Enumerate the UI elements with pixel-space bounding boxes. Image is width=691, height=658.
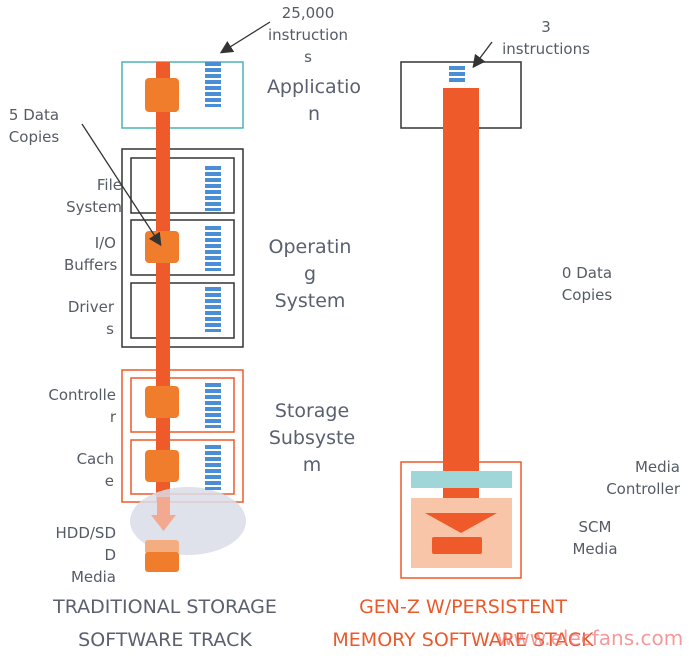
gen-z-instruction-3: [449, 78, 465, 82]
media-controller-label: Media Controller: [606, 458, 680, 498]
media-controller-bar: [411, 471, 512, 488]
driver-instruction-stack: [205, 287, 221, 332]
storage-subsystem-layer-label: Storage Subsyste m: [268, 400, 356, 476]
storage-subsystem-box: [121, 369, 244, 503]
left-data-copies-label: 5 Data Copies: [8, 106, 60, 146]
watermark: www.elecfans.com: [497, 626, 684, 650]
application-layer-label: Applicatio n: [266, 76, 362, 125]
traditional-caption-line1: TRADITIONAL STORAGE: [53, 596, 277, 618]
scm-data-block: [432, 537, 482, 554]
file-system-label: File System: [66, 176, 122, 216]
cache-instruction-stack: [205, 445, 221, 490]
io-buffer-data-block: [145, 231, 179, 263]
gen-z-arrow-head: [425, 513, 497, 533]
media-data-block: [145, 552, 179, 572]
left-instructions-label: 25,000 instruction s: [267, 4, 349, 66]
scm-media-label: SCM Media: [572, 518, 618, 558]
scm-media-outer-box: [400, 461, 522, 579]
io-instruction-stack: [205, 226, 221, 271]
traditional-data-track: [156, 62, 170, 502]
instructions-pointer-right: [472, 41, 493, 69]
gen-z-caption-line2: MEMORY SOFTWARE STACK: [332, 629, 594, 651]
traditional-caption-line2: SOFTWARE TRACK: [78, 629, 252, 651]
cache-label: Cach e: [76, 450, 114, 490]
gen-z-track: [443, 88, 479, 518]
drivers-label: Driver s: [67, 298, 114, 338]
media-label: HDD/SD D Media: [55, 524, 116, 586]
io-buffers-box: [130, 219, 235, 276]
controller-box: [130, 377, 235, 433]
right-instructions-label: 3 instructions: [502, 18, 590, 58]
io-buffers-label: I/O Buffers: [64, 234, 118, 274]
faded-track: [157, 497, 170, 517]
gen-z-instruction-2: [449, 72, 465, 76]
fs-instruction-stack: [205, 166, 221, 211]
application-box: [121, 61, 244, 129]
faded-arrow: [151, 515, 176, 531]
cache-data-block: [145, 450, 179, 482]
controller-data-block: [145, 386, 179, 418]
media-data-block-top: [145, 540, 179, 554]
operating-system-layer-label: Operatin g System: [268, 236, 352, 312]
gen-z-instruction-1: [449, 66, 465, 70]
gen-z-caption-line1: GEN-Z W/PERSISTENT: [359, 596, 567, 618]
drivers-box: [130, 282, 235, 339]
scm-media-region: [411, 498, 512, 568]
instructions-pointer-left: [219, 21, 271, 54]
file-system-box: [130, 157, 235, 214]
data-copies-pointer: [81, 123, 162, 247]
controller-instruction-stack: [205, 383, 221, 428]
controller-label: Controlle r: [48, 386, 116, 426]
right-data-copies-label: 0 Data Copies: [561, 264, 613, 304]
operating-system-box: [121, 148, 244, 348]
application-data-block: [145, 78, 179, 112]
app-instruction-stack: [205, 62, 221, 107]
